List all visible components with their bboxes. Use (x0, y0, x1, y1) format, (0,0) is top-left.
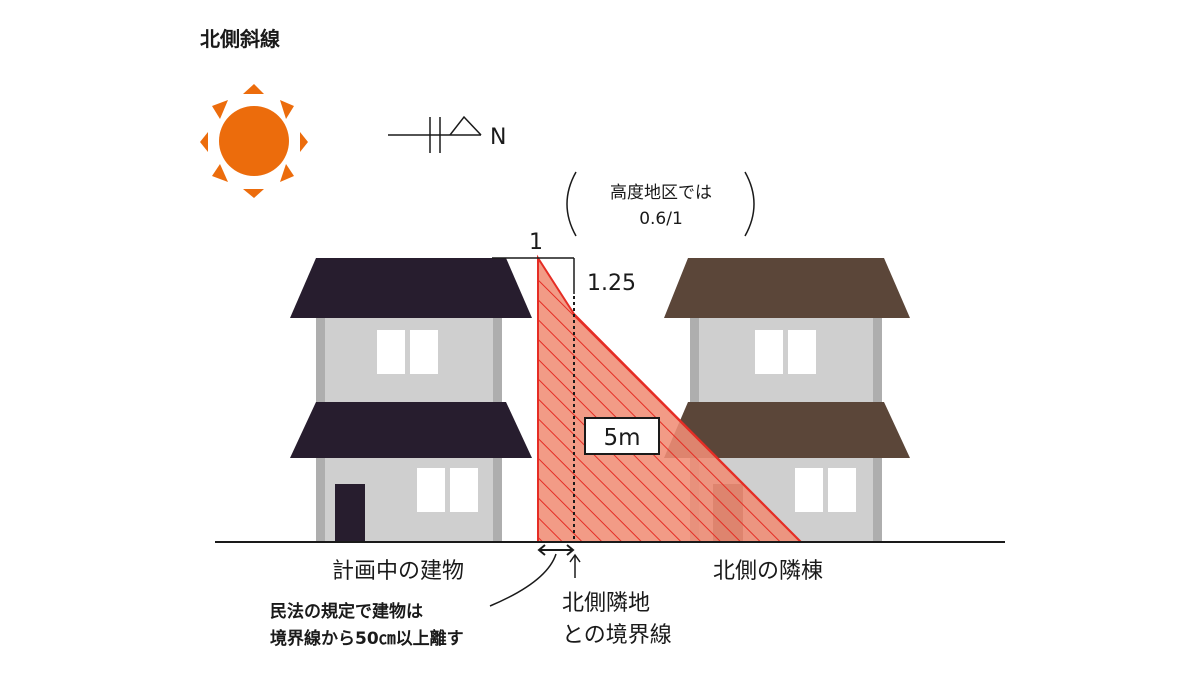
upper-floor-wall (690, 318, 882, 404)
window (755, 330, 816, 374)
boundary-label-line1: 北側隣地 (562, 591, 650, 616)
slope-horizontal-label: 1 (529, 230, 543, 255)
north-arrow-icon (388, 115, 482, 153)
door (335, 484, 365, 542)
pillar (873, 458, 882, 542)
height-district-note-line2: 0.6/1 (639, 209, 683, 229)
neighbor-building-label: 北側の隣棟 (713, 559, 823, 584)
lower-roof (290, 402, 532, 458)
north-label: N (490, 125, 506, 150)
page-title: 北側斜線 (200, 27, 280, 51)
pillar (316, 318, 325, 404)
window (417, 468, 478, 512)
pillar (316, 458, 325, 542)
civil-code-note-line1: 民法の規定で建物は (270, 601, 423, 622)
leader-line (489, 553, 557, 607)
window (377, 330, 438, 374)
boundary-label-line2: との境界線 (562, 623, 672, 648)
pillar (493, 458, 502, 542)
pillar (690, 318, 699, 404)
slope-ratio-guide (492, 257, 575, 294)
height-district-note-line1: 高度地区では (610, 183, 712, 203)
lower-roof (664, 402, 910, 458)
pillar (873, 318, 882, 404)
sun-icon (200, 84, 308, 198)
civil-code-note-line2: 境界線から50㎝以上離す (270, 628, 464, 649)
planned-building-label: 計画中の建物 (332, 559, 464, 584)
setback-arrow-icon (537, 544, 575, 556)
slope-vertical-label: 1.25 (587, 271, 636, 296)
planned-building (290, 258, 532, 542)
upper-roof (290, 258, 532, 318)
upper-roof (664, 258, 910, 318)
boundary-arrow-icon (569, 553, 581, 578)
upper-floor-wall (316, 318, 502, 404)
note-brackets (566, 171, 755, 237)
base-height-label: 5m (603, 425, 640, 451)
pillar (493, 318, 502, 404)
window (795, 468, 856, 512)
base-height-box (584, 417, 660, 455)
